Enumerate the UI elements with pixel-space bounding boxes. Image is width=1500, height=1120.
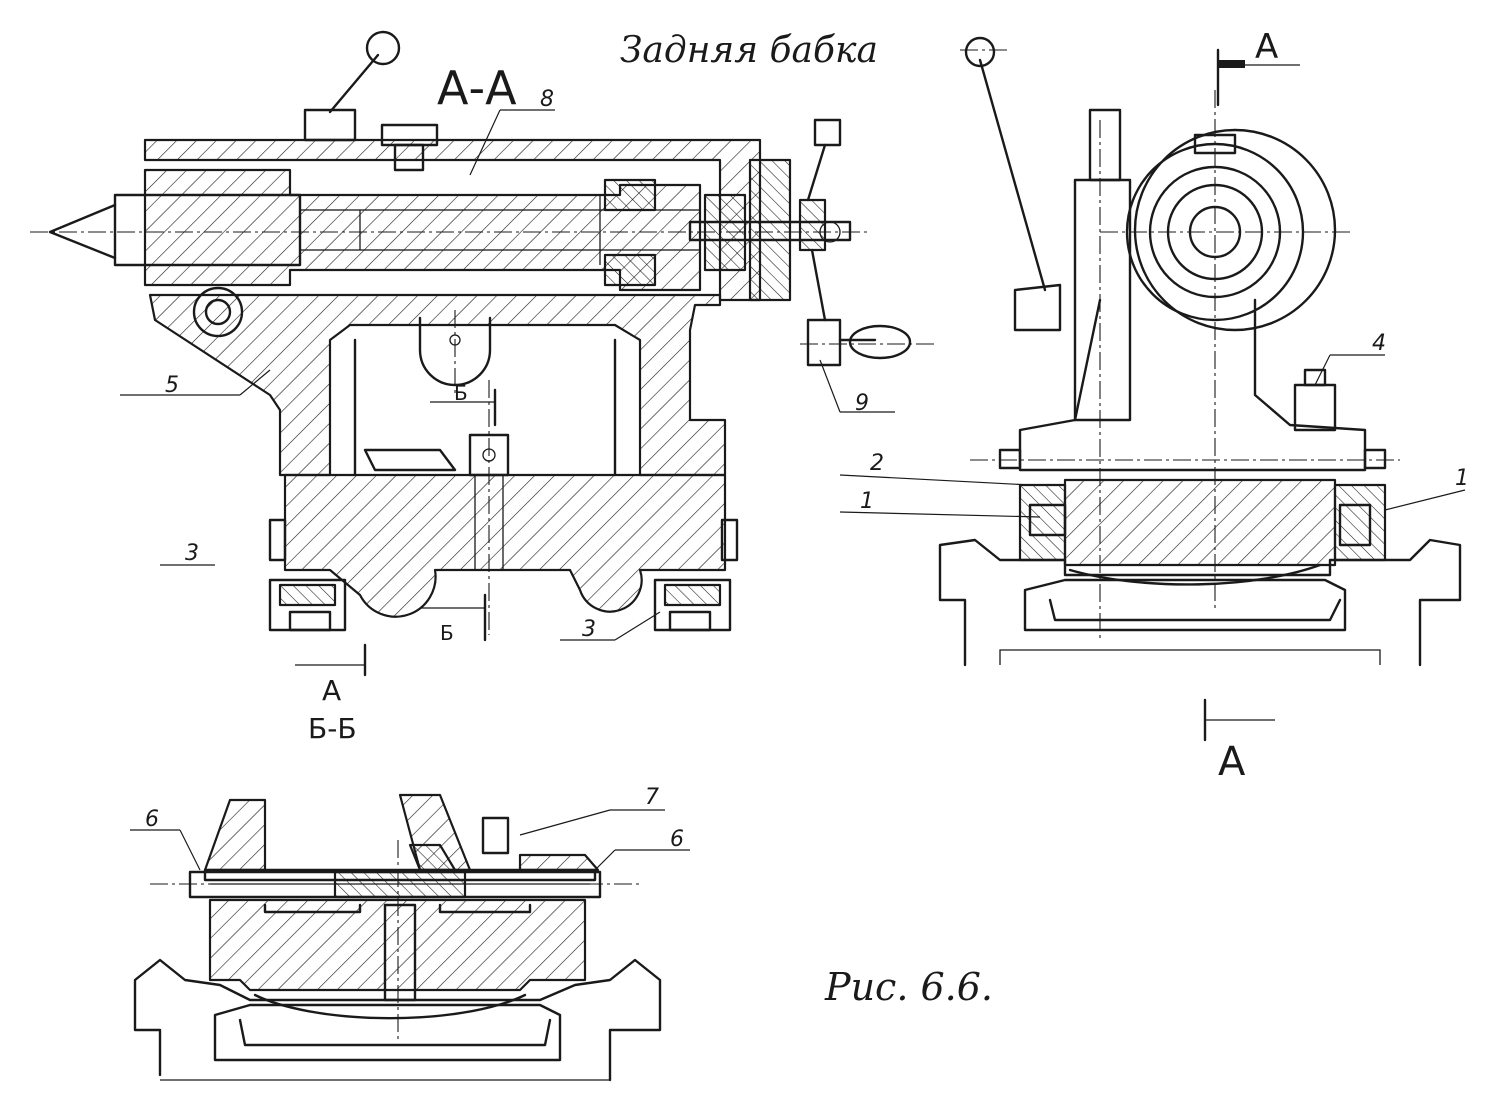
section-bb-label: Б-Б: [308, 712, 357, 745]
nut-bottom: [603, 253, 657, 287]
section-aa-label: А-А: [437, 61, 517, 115]
tailstock-base-plate: [283, 473, 727, 618]
bed-way-left: [268, 578, 347, 632]
section-aa-view: [30, 30, 935, 677]
end-cover: [748, 158, 792, 302]
section-a-mark-bottom-right: А: [1218, 739, 1246, 785]
callout-7: 7: [645, 785, 659, 810]
callout-1-left: 1: [860, 489, 874, 514]
nut-top: [603, 178, 657, 212]
callout-1-right: 1: [1455, 466, 1469, 491]
callout-6-right: 6: [670, 827, 684, 852]
callout-8: 8: [540, 87, 554, 112]
clamp-lever-base: [303, 108, 357, 142]
section-b-mark-upper: Б: [454, 381, 468, 405]
seal-left: [1018, 483, 1067, 562]
section-a-mark-top-right: А: [1255, 27, 1278, 67]
callout-2: 2: [870, 451, 884, 476]
bb-bed-profile: [133, 958, 662, 1082]
figure-caption: Рис. 6.6.: [824, 965, 993, 1009]
lathe-bed-profile: [938, 538, 1462, 667]
callout-6-left: 6: [145, 807, 159, 832]
callout-4: 4: [1372, 331, 1386, 356]
side-lever-knob: [964, 36, 996, 68]
live-center-tip: [48, 203, 117, 260]
handwheel: [798, 118, 912, 367]
side-view: [839, 36, 1466, 742]
bb-left-wall: [203, 798, 267, 872]
clamp-lever-knob: [365, 30, 401, 66]
bolt-4: [1293, 383, 1337, 432]
feed-screw: [299, 209, 701, 251]
bed-way-right: [653, 578, 732, 632]
seal-right: [1333, 483, 1387, 562]
callout-9: 9: [855, 391, 869, 416]
callout-3-bottom: 3: [582, 617, 596, 642]
handwheel-shaft: [688, 220, 852, 242]
clamp-eccentric: [192, 286, 244, 338]
tailstock-body: [148, 293, 727, 477]
handwheel-handle: [848, 324, 912, 360]
drawing-title: Задняя бабка: [620, 30, 878, 71]
callout-5: 5: [165, 373, 179, 398]
section-bb-view: [130, 793, 690, 1082]
quill-housing-round: [1133, 128, 1337, 332]
side-base-plate: [1063, 478, 1337, 567]
callout-3-left: 3: [185, 541, 199, 566]
section-b-mark-lower: Б: [440, 621, 454, 645]
section-a-mark-left: А: [322, 674, 341, 707]
